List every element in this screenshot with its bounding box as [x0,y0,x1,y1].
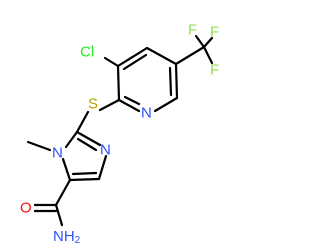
bond-c4-c5im [68,177,101,182]
bond-n1-c2 [117,98,141,113]
atom-f2: F [188,22,197,39]
bond-n1-methyl [26,140,52,152]
bond-cf3-f3 [202,45,214,65]
molecule-diagram: Cl S N N N O NH2 F F F [20,22,219,246]
atom-n-pyridine: N [141,105,152,122]
structure-canvas: Cl S N N N O NH2 F F F [20,22,219,246]
bond-n3-c4 [97,154,108,181]
atom-s: S [88,96,98,113]
bond-c3-c4 [116,46,149,68]
atom-nh2-main: NH [53,228,75,245]
atom-f3: F [210,62,219,79]
bond-c3-cl [103,56,120,68]
bond-c4-c5 [145,46,178,66]
bond-c5im-camide [54,178,72,207]
atom-nh2: NH2 [53,228,81,246]
bond-n1-cim2 [64,130,79,149]
bond-cim2-n3-inner [76,137,98,152]
bond-c3-c4-inner [122,53,148,71]
atom-labels: Cl S N N N O NH2 F F F [20,22,219,246]
bond-n1-c2-inner [123,95,141,106]
bond-s-cim2 [75,110,90,134]
bond-camide-n [54,203,64,227]
bond-c2-c3 [116,64,121,102]
bond-cim2-n3 [75,130,102,147]
bond-cf3-f2 [194,34,206,49]
bond-c5-c6 [174,62,179,100]
atom-n-imidazole: N [100,142,111,159]
bond-c2-s [98,98,121,112]
bond-c5-cf3 [174,45,206,66]
bond-c5-c6-inner [168,66,173,97]
bond-c5im-n1 [61,157,72,182]
bonds [26,34,214,227]
atom-o: O [20,200,32,217]
bond-c4-c5im-inner [71,171,98,176]
bond-c6-n1 [153,96,179,113]
bond-cf3-f1 [202,36,214,49]
atom-f1: F [210,24,219,41]
atom-nh2-subscript: 2 [75,235,81,246]
atom-cl: Cl [80,44,94,61]
atom-n-methyl: N [52,145,63,162]
